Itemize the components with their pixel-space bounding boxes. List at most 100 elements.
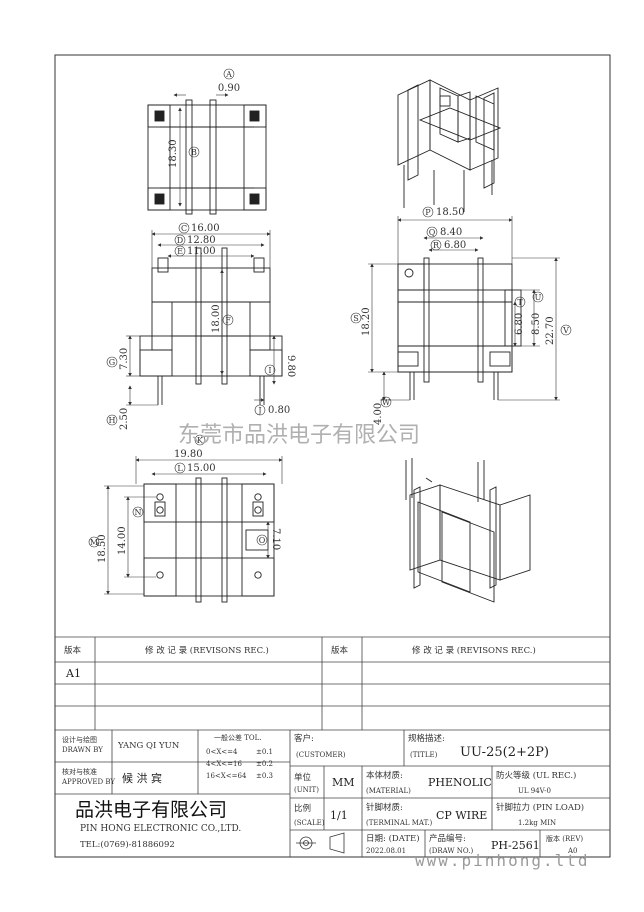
dim-R-value: 6.80 [444, 240, 466, 251]
dim-O-value: 7.10 [270, 528, 281, 550]
dim-K [135, 434, 283, 484]
dim-W [380, 371, 410, 408]
dim-I-value: 9.80 [285, 355, 296, 377]
dim-K-value: 19.80 [174, 449, 203, 460]
dim-F-letter: F [225, 316, 231, 325]
dim-T-letter: T [517, 298, 523, 307]
approved-by-value: 候 洪 宾 [122, 771, 162, 785]
terminal-label-cn: 针脚材质: [366, 802, 403, 813]
sheet-border [54, 54, 611, 858]
customer-label-en: (CUSTOMER) [296, 751, 346, 759]
bottom-view [143, 477, 275, 603]
draw-no-value: PH-2561 [491, 839, 540, 852]
company-name-cn: 品洪电子有限公司 [75, 799, 227, 821]
dim-G [106, 335, 140, 377]
dim-B-letter: B [191, 148, 197, 157]
dim-N [124, 496, 156, 578]
dim-C-letter: C [181, 224, 187, 233]
side-view [397, 257, 522, 400]
dim-E [167, 245, 255, 258]
front-view [139, 247, 283, 405]
top-view [147, 99, 267, 215]
dim-V [498, 257, 572, 401]
tolerance-value-2: ±0.2 [256, 760, 273, 768]
material-label-en: (MATERIAL) [366, 787, 411, 795]
dim-F-value: 18.00 [211, 304, 222, 333]
tolerance-range-1: 0<X<=4 [206, 748, 238, 756]
dim-W-letter: W [382, 398, 391, 407]
revision-record-header-left: 修 改 记 录 (REVISONS REC.) [145, 645, 269, 656]
draw-no-label-cn: 产品编号: [429, 833, 466, 844]
scale-label-cn: 比例 [294, 803, 311, 814]
dim-D [157, 234, 265, 247]
company-tel: TEL:(0769)-81886092 [80, 839, 175, 850]
dim-S-letter: S [353, 314, 358, 323]
dim-E-value: 11.00 [187, 246, 216, 257]
dim-P-value: 18.50 [436, 207, 465, 218]
dim-R-letter: R [433, 241, 440, 250]
dim-R [428, 239, 479, 252]
dim-G-letter: G [109, 358, 115, 367]
rev-value: A0 [567, 847, 578, 855]
dim-I-letter: I [268, 366, 271, 375]
dim-T [513, 296, 526, 347]
dim-U-value: 8.50 [531, 313, 542, 335]
dim-D-letter: D [177, 236, 183, 245]
tolerance-title: 一般公差 TOL. [214, 733, 262, 742]
scale-label-en: (SCALE) [294, 819, 325, 827]
revision-row1-version: A1 [65, 667, 81, 680]
drawn-by-value: YANG QI YUN [117, 741, 180, 751]
dim-Q [423, 226, 484, 240]
dim-D-value: 12.80 [187, 235, 216, 246]
dim-J-value: 0.80 [268, 405, 290, 416]
tolerance-value-1: ±0.1 [256, 748, 273, 756]
dim-H-value: 2.50 [119, 408, 130, 430]
dim-V-value: 22.70 [545, 316, 556, 345]
dim-C [151, 222, 271, 268]
dim-H-letter: H [109, 416, 116, 425]
dim-C-value: 16.00 [191, 223, 220, 234]
watermark-company: 东莞市品洪电子有限公司 [178, 423, 420, 448]
scale-value: 1/1 [330, 809, 348, 822]
approved-by-en: APPROVED BY [61, 778, 115, 786]
dim-A: A 0.90 [173, 68, 240, 97]
dim-I [264, 335, 276, 385]
dim-N-letter: N [135, 508, 142, 517]
dim-P-letter: P [425, 208, 431, 217]
watermark-url: www.pinhong.ltd [415, 851, 590, 870]
dim-G-value: 7.30 [119, 348, 130, 370]
tolerance-value-3: ±0.3 [256, 772, 273, 780]
title-value: UU-25(2+2P) [460, 745, 549, 760]
ul-value: UL 94V-0 [518, 787, 551, 795]
revision-record-header-right: 修 改 记 录 (REVISONS REC.) [412, 645, 536, 656]
material-label-cn: 本体材质: [366, 770, 403, 781]
dim-M-value: 18.50 [97, 534, 108, 563]
dim-W-value: 4.00 [373, 403, 384, 425]
dim-M [88, 485, 144, 595]
dim-P [397, 206, 513, 264]
drawn-by-en: DRAWN BY [62, 746, 103, 754]
dim-E-letter: E [177, 247, 183, 256]
date-label: 日期: (DATE) [366, 833, 420, 844]
ul-label: 防火等级 (UL REC.) [496, 770, 576, 781]
dim-L [151, 462, 267, 476]
dim-Q-value: 8.40 [440, 227, 462, 238]
dim-L-value: 15.00 [187, 463, 216, 474]
dim-T-value: 6.80 [514, 313, 525, 335]
date-value: 2022.08.01 [366, 847, 406, 855]
dim-O [256, 521, 270, 559]
dim-M-letter: M [90, 538, 98, 547]
approved-by-cn: 核对与核准 [62, 767, 97, 776]
tolerance-range-2: 4<X<=16 [206, 760, 242, 768]
drawn-by-cn: 设计与绘图 [62, 735, 97, 744]
dim-J [254, 398, 266, 416]
dim-N-value: 14.00 [117, 526, 128, 555]
dim-B: 18.30 B [168, 107, 200, 207]
dim-O-letter: O [259, 536, 266, 545]
isometric-view-top [397, 79, 502, 212]
title-label-en: (TITLE) [410, 751, 438, 759]
unit-value: MM [332, 776, 355, 789]
rev-label: 版本 (REV) [546, 834, 583, 843]
terminal-label-en: (TERMINAL MAT.) [366, 819, 432, 827]
